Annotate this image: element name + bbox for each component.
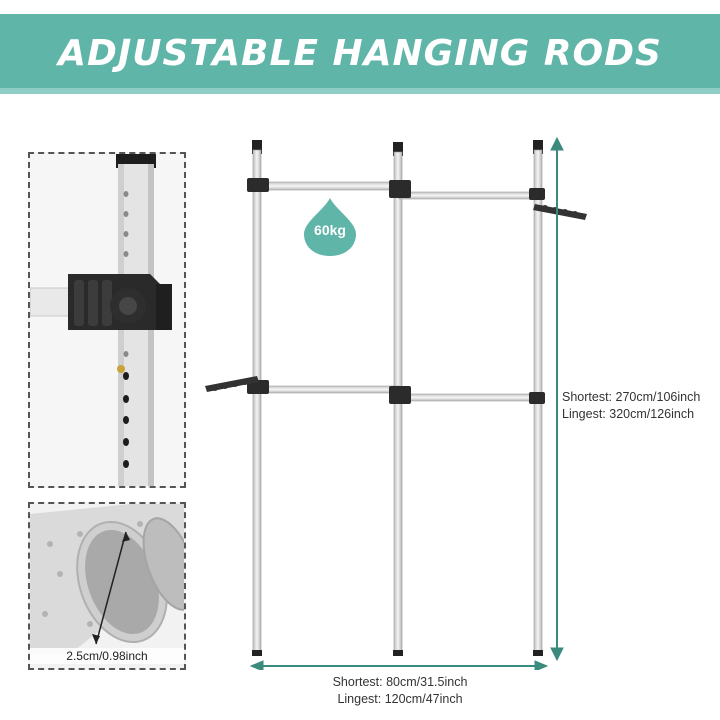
width-shortest-text: Shortest: 80cm/31.5inch [332,675,468,689]
bracket-closeup-image [30,154,184,486]
width-dimension-label: Shortest: 80cm/31.5inch Lingest: 120cm/4… [320,674,480,708]
height-dimension-label: Shortest: 270cm/106inch Lingest: 320cm/1… [562,389,700,423]
load-capacity-label: 60kg [314,222,346,238]
lower-rod-left [258,385,400,394]
lower-rod-right [398,393,538,402]
width-longest-text: Lingest: 120cm/47inch [337,692,463,706]
bracket-detail-inset [28,152,186,488]
height-dimension-arrow [550,136,564,662]
upper-rod-left [258,181,400,191]
hanging-rod-rack [205,136,587,670]
weight-drop-icon [304,198,356,256]
tube-diameter-label: 2.5cm/0.98inch [30,648,184,664]
rod-brackets [247,178,545,404]
width-dimension-arrow [249,660,549,670]
banner-stripe [0,88,720,94]
height-shortest-text: Shortest: 270cm/106inch [562,390,701,404]
hook-arm-left [205,376,259,392]
upper-rod-right [398,191,538,200]
height-longest-text: Lingest: 320cm/126inch [562,407,695,421]
banner-title: ADJUSTABLE HANGING RODS [58,33,662,74]
tube-cross-section-image [30,504,184,668]
vertical-pole-left [252,140,262,656]
title-banner [0,14,720,94]
tube-detail-inset: 2.5cm/0.98inch [28,502,186,670]
